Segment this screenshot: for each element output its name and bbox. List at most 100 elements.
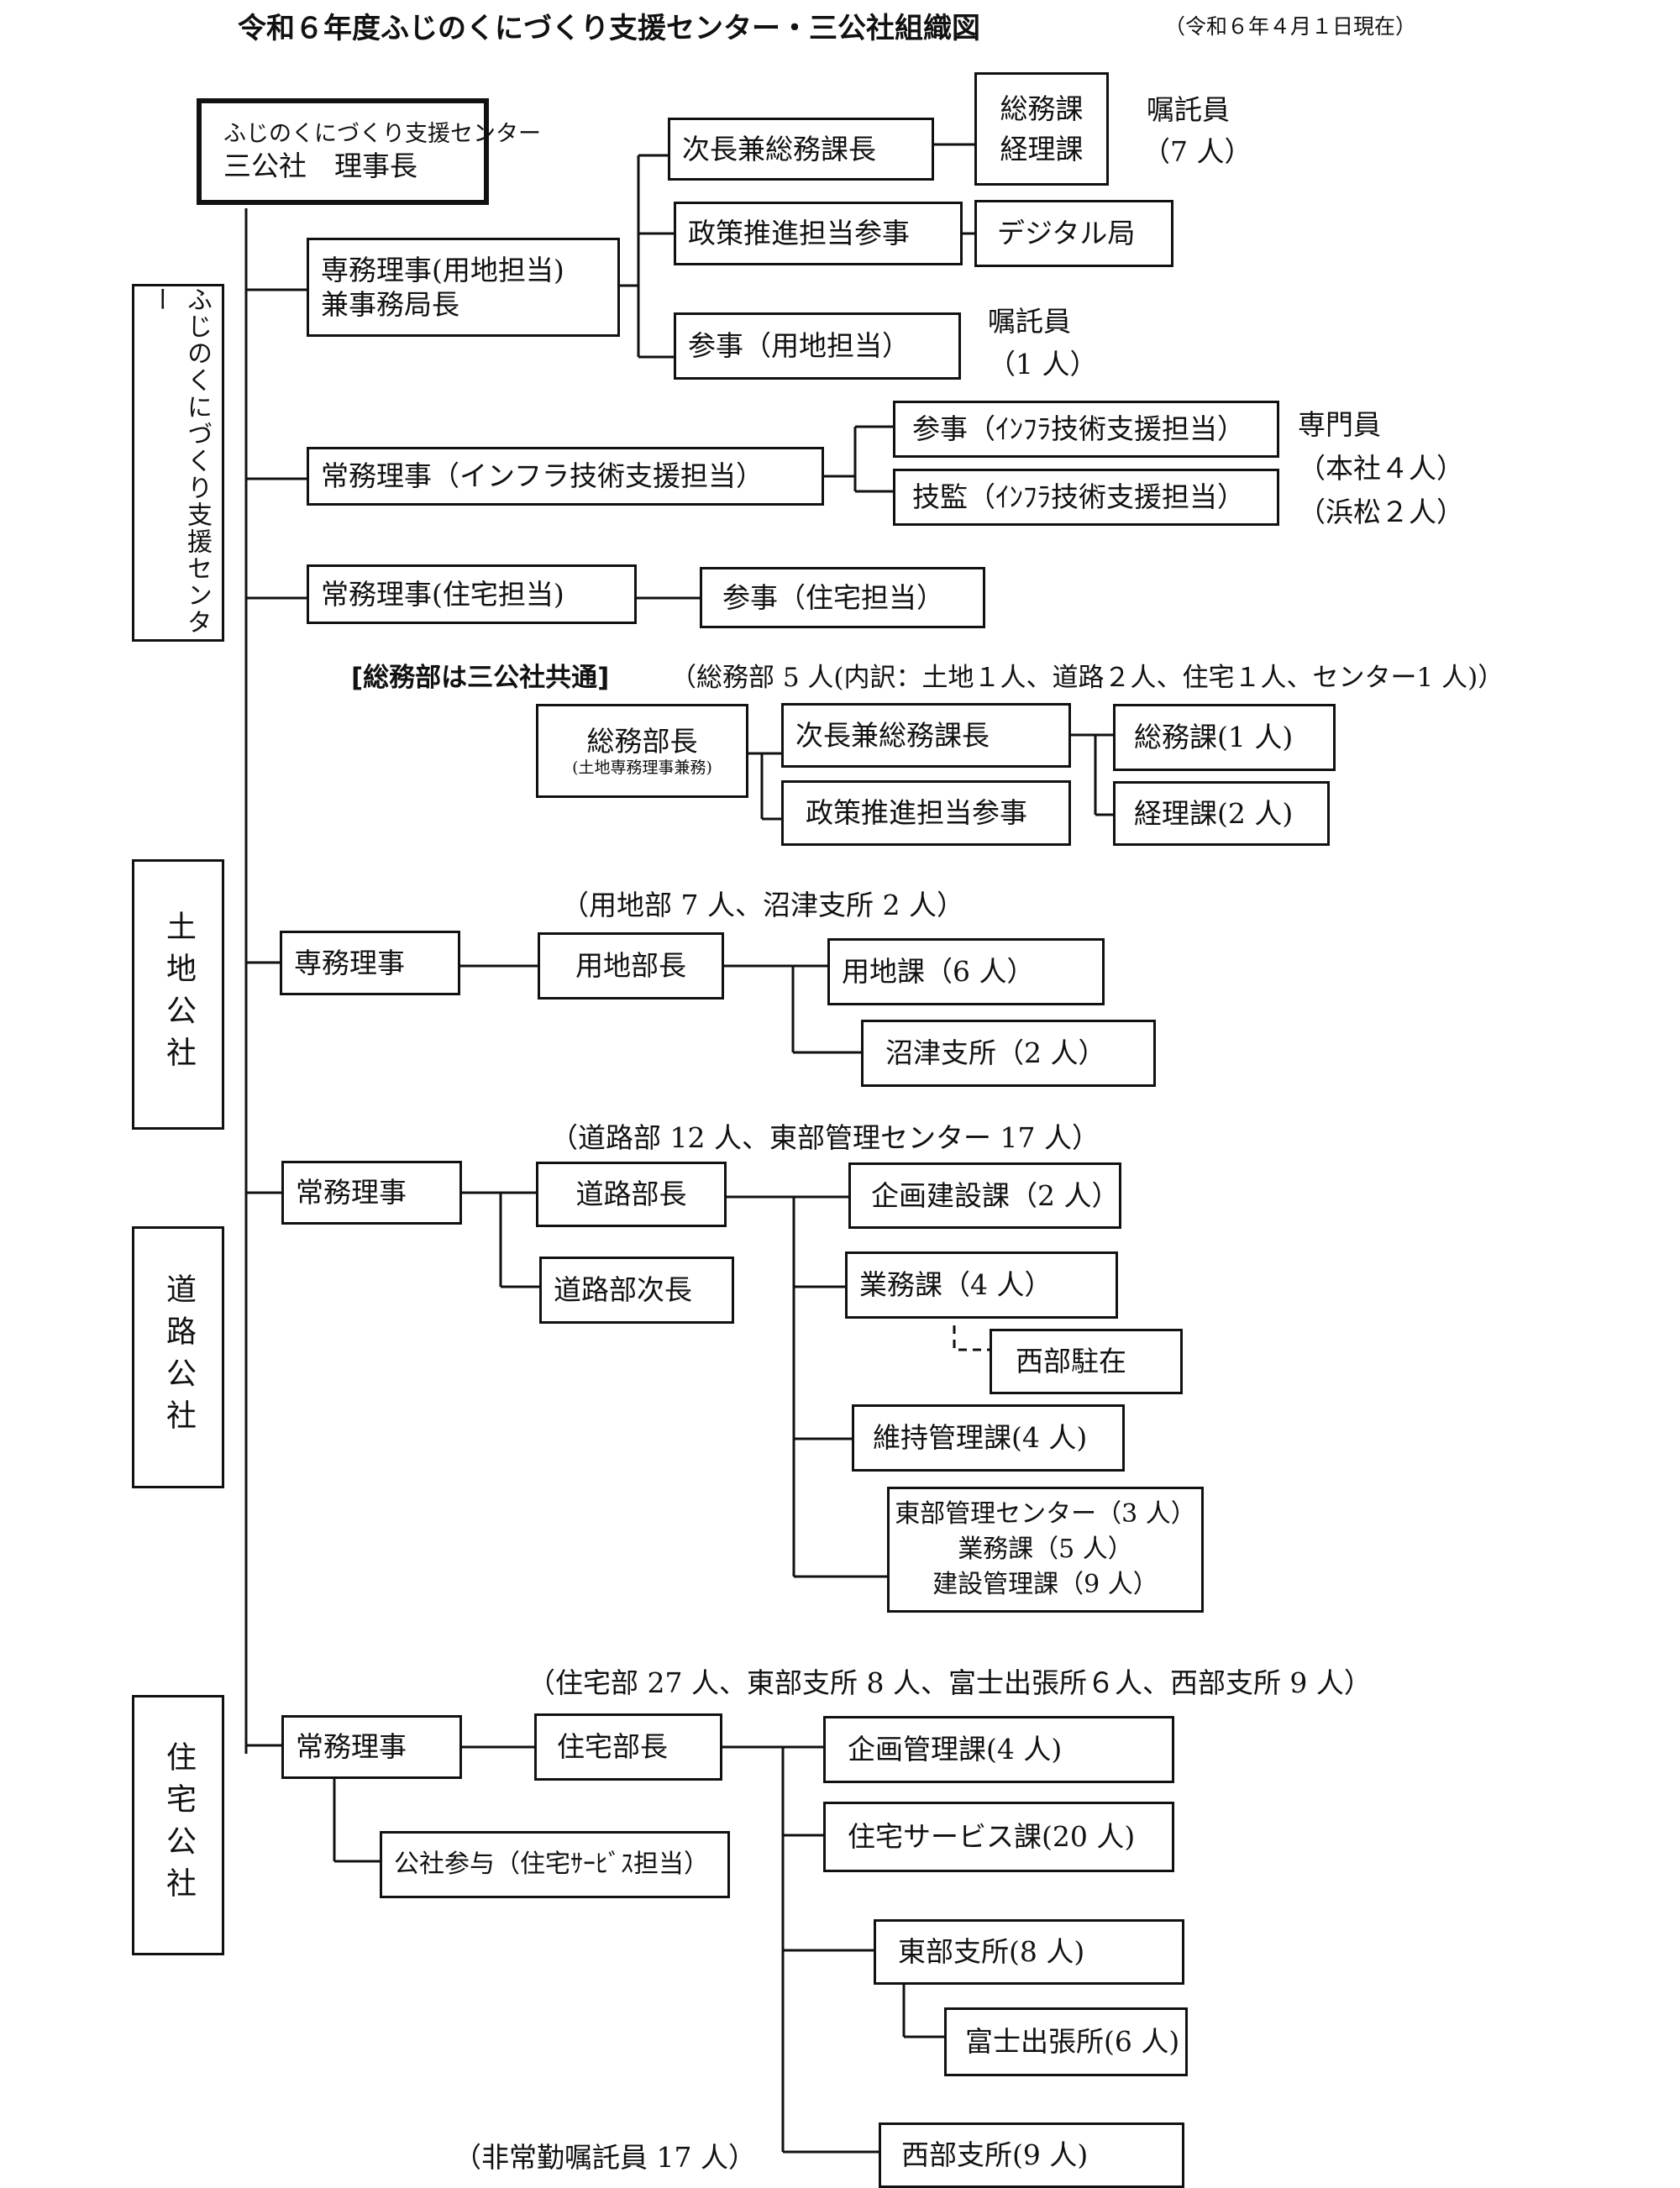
sanji-jutaku-label: 参事（住宅担当） bbox=[722, 580, 944, 614]
senmu-youchi-line1: 専務理事(用地担当) bbox=[321, 253, 564, 286]
gikan-infra-box: 技監（ｲﾝﾌﾗ技術支援担当） bbox=[893, 469, 1279, 526]
hijoukin-note: （非常勤嘱託員 17 人） bbox=[454, 2141, 756, 2174]
soumubu-keirika-label: 経理課(2 人) bbox=[1134, 796, 1294, 830]
digital-box: デジタル局 bbox=[974, 200, 1173, 267]
section-label-land: 土地公社 bbox=[132, 859, 224, 1130]
housing-joumu-box: 常務理事 bbox=[281, 1715, 462, 1779]
shokutaku-1-label: 嘱託員 bbox=[1147, 93, 1230, 126]
soumubu-soumuka-label: 総務課(1 人) bbox=[1134, 721, 1294, 754]
tobu-center-label: 東部管理センター（3 人） bbox=[895, 1499, 1196, 1529]
soumubu-keirika-box: 経理課(2 人) bbox=[1113, 781, 1330, 846]
tobu-gyomu-label: 業務課（5 人） bbox=[958, 1535, 1133, 1564]
shokutaku-1-count: （7 人） bbox=[1142, 135, 1252, 168]
gikan-infra-label: 技監（ｲﾝﾌﾗ技術支援担当） bbox=[912, 480, 1245, 514]
kikaku-kensetsu-box: 企画建設課（2 人） bbox=[848, 1162, 1121, 1229]
soumubu-jicho-box: 次長兼総務課長 bbox=[781, 703, 1071, 768]
housing-tobu-box: 東部支所(8 人) bbox=[874, 1919, 1184, 1985]
seibu-chuzai-box: 西部駐在 bbox=[990, 1329, 1183, 1394]
road-headcount: （道路部 12 人、東部管理センター 17 人） bbox=[550, 1121, 1100, 1154]
housing-service-box: 住宅サービス課(20 人) bbox=[823, 1802, 1174, 1872]
youchika-label: 用地課（6 人） bbox=[842, 955, 1035, 989]
tobu-kensetsu-label: 建設管理課（9 人） bbox=[932, 1570, 1158, 1599]
joumu-jutaku-box: 常務理事(住宅担当) bbox=[307, 564, 637, 624]
sanyo-box: 公社参与（住宅ｻｰﾋﾞｽ担当） bbox=[380, 1831, 730, 1898]
road-bucho-label: 道路部長 bbox=[575, 1178, 687, 1211]
keiri-label: 経理課 bbox=[1000, 132, 1084, 165]
seibu-chuzai-label: 西部駐在 bbox=[1016, 1345, 1126, 1378]
housing-service-label: 住宅サービス課(20 人) bbox=[848, 1820, 1136, 1854]
youchika-box: 用地課（6 人） bbox=[827, 938, 1105, 1005]
housing-bucho-label: 住宅部長 bbox=[557, 1730, 668, 1764]
chairman-org-line: ふじのくにづくり支援センター bbox=[223, 121, 541, 147]
soumubu-bucho-label: 総務部長 bbox=[586, 724, 698, 758]
joumu-infra-label: 常務理事（インフラ技術支援担当） bbox=[321, 459, 764, 493]
sanji-youchi-label: 参事（用地担当） bbox=[688, 329, 910, 363]
chairman-title: 三公社 理事長 bbox=[223, 149, 417, 182]
soumu-label: 総務課 bbox=[1000, 92, 1084, 126]
jicho-soumu-label: 次長兼総務課長 bbox=[682, 132, 876, 165]
housing-kikaku-box: 企画管理課(4 人) bbox=[823, 1716, 1174, 1783]
senmu-youchi-box: 専務理事(用地担当) 兼事務局長 bbox=[307, 238, 620, 337]
sanji-infra-label: 参事（ｲﾝﾌﾗ技術支援担当） bbox=[912, 412, 1245, 446]
shokutaku-2-count: （1 人） bbox=[988, 348, 1098, 380]
soumubu-bucho-box: 総務部長 (土地専務理事兼務) bbox=[536, 704, 748, 798]
soumubu-common-note: [総務部は三公社共通] bbox=[351, 663, 610, 693]
digital-label: デジタル局 bbox=[997, 217, 1136, 250]
joumu-infra-box: 常務理事（インフラ技術支援担当） bbox=[307, 447, 824, 506]
sanji-infra-box: 参事（ｲﾝﾌﾗ技術支援担当） bbox=[893, 401, 1279, 458]
land-senmu-box: 専務理事 bbox=[280, 931, 460, 995]
sanji-jutaku-box: 参事（住宅担当） bbox=[700, 567, 985, 628]
soumubu-soumuka-box: 総務課(1 人) bbox=[1113, 704, 1336, 771]
iji-kanri-label: 維持管理課(4 人) bbox=[873, 1421, 1088, 1455]
housing-bucho-box: 住宅部長 bbox=[534, 1713, 722, 1781]
road-gyomu-label: 業務課（4 人） bbox=[859, 1268, 1053, 1302]
road-jicho-box: 道路部次長 bbox=[539, 1257, 734, 1324]
soumubu-bucho-sub: (土地専務理事兼務) bbox=[572, 758, 712, 777]
housing-joumu-label: 常務理事 bbox=[296, 1730, 407, 1764]
page-title: 令和６年度ふじのくにづくり支援センター・三公社組織図 bbox=[238, 12, 980, 45]
numazu-label: 沼津支所（2 人） bbox=[885, 1036, 1106, 1070]
jicho-soumu-box: 次長兼総務課長 bbox=[668, 118, 934, 181]
soumubu-headcount: （総務部 5 人(内訳：土地１人、道路２人、住宅１人、センター1 人)） bbox=[670, 663, 1504, 693]
section-label-housing: 住宅公社 bbox=[132, 1695, 224, 1955]
iji-kanri-box: 維持管理課(4 人) bbox=[852, 1404, 1125, 1472]
joumu-jutaku-label: 常務理事(住宅担当) bbox=[321, 577, 564, 611]
housing-seibu-label: 西部支所(9 人) bbox=[901, 2138, 1089, 2172]
kikaku-kensetsu-label: 企画建設課（2 人） bbox=[871, 1178, 1120, 1212]
housing-headcount: （住宅部 27 人、東部支所 8 人、富士出張所６人、西部支所 9 人） bbox=[528, 1666, 1372, 1699]
shokutaku-2-label: 嘱託員 bbox=[988, 305, 1071, 338]
land-senmu-label: 専務理事 bbox=[294, 946, 405, 979]
senmon-label: 専門員 bbox=[1298, 408, 1381, 441]
soumubu-jicho-label: 次長兼総務課長 bbox=[795, 718, 990, 752]
housing-fuji-box: 富士出張所(6 人) bbox=[944, 2007, 1188, 2076]
tobu-center-box: 東部管理センター（3 人） 業務課（5 人） 建設管理課（9 人） bbox=[887, 1487, 1204, 1613]
numazu-box: 沼津支所（2 人） bbox=[861, 1020, 1156, 1087]
sanyo-label: 公社参与（住宅ｻｰﾋﾞｽ担当） bbox=[394, 1850, 709, 1880]
chairman-box: ふじのくにづくり支援センター 三公社 理事長 bbox=[197, 98, 541, 205]
sanji-youchi-box: 参事（用地担当） bbox=[674, 312, 961, 380]
land-bucho-box: 用地部長 bbox=[538, 932, 724, 1000]
housing-seibu-box: 西部支所(9 人) bbox=[879, 2122, 1184, 2188]
land-bucho-label: 用地部長 bbox=[575, 949, 686, 983]
road-gyomu-box: 業務課（4 人） bbox=[845, 1251, 1118, 1319]
honsha-count: （本社４人） bbox=[1298, 452, 1464, 485]
housing-kikaku-label: 企画管理課(4 人) bbox=[848, 1733, 1063, 1766]
section-label-road: 道路公社 bbox=[132, 1226, 224, 1488]
seisaku-sanji-box: 政策推進担当参事 bbox=[674, 202, 963, 265]
housing-fuji-label: 富士出張所(6 人) bbox=[965, 2025, 1180, 2059]
senmu-youchi-line2: 兼事務局長 bbox=[321, 288, 459, 321]
soumubu-seisaku-box: 政策推進担当参事 bbox=[781, 780, 1071, 846]
road-bucho-box: 道路部長 bbox=[536, 1162, 727, 1227]
road-jicho-label: 道路部次長 bbox=[554, 1273, 692, 1307]
section-label-center: ふじのくにづくり支援センター bbox=[132, 284, 224, 642]
road-joumu-label: 常務理事 bbox=[296, 1176, 407, 1209]
soumu-keiri-box: 総務課 経理課 bbox=[974, 72, 1109, 186]
seisaku-sanji-label: 政策推進担当参事 bbox=[688, 217, 910, 250]
hamamatsu-count: （浜松２人） bbox=[1298, 496, 1464, 528]
soumubu-seisaku-label: 政策推進担当参事 bbox=[806, 796, 1027, 830]
housing-tobu-label: 東部支所(8 人) bbox=[898, 1935, 1085, 1969]
road-joumu-box: 常務理事 bbox=[281, 1161, 462, 1225]
land-headcount: （用地部 7 人、沼津支所 2 人） bbox=[561, 889, 964, 921]
as-of-date: （令和６年４月１日現在） bbox=[1164, 14, 1417, 39]
